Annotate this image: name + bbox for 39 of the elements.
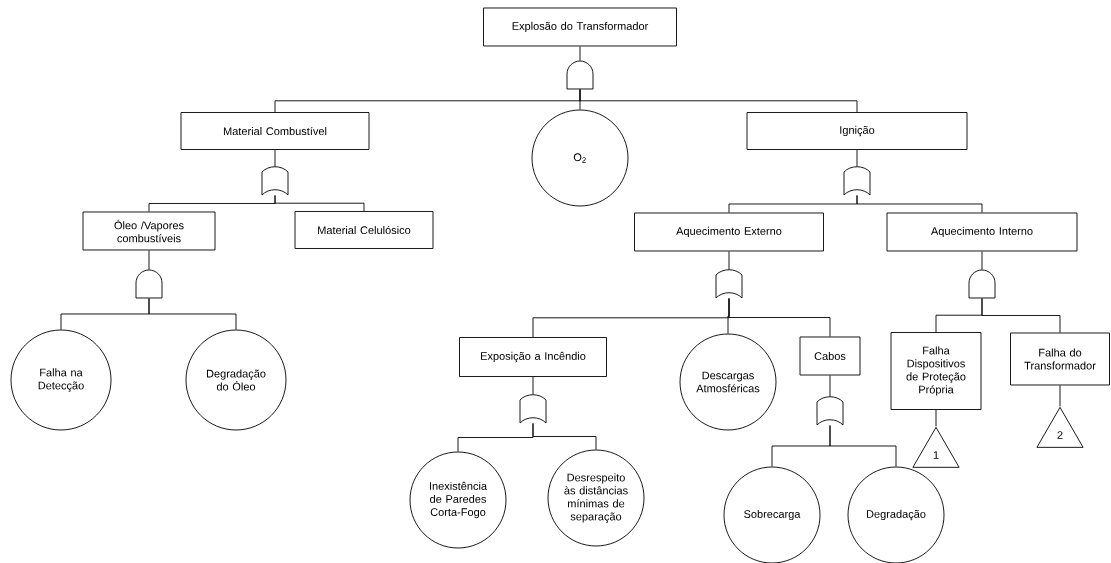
connector-line <box>728 251 730 270</box>
or-gate <box>261 166 289 196</box>
or-gate <box>519 394 547 424</box>
and-gate <box>566 60 594 90</box>
event-box: Falha Dispositivos de Proteção Própria <box>890 332 982 410</box>
event-box: Óleo /Vapores combustíveis <box>82 211 216 251</box>
and-gate <box>135 269 163 299</box>
event-box: Aquecimento Externo <box>634 212 824 252</box>
or-gate <box>816 396 844 426</box>
event-box: Ignição <box>746 112 968 150</box>
connector-line <box>829 375 831 397</box>
event-box: Material Combustível <box>180 112 370 150</box>
event-box: Exposição a Incêndio <box>459 337 607 377</box>
connector-line <box>532 423 597 450</box>
connector-line <box>981 251 983 270</box>
event-box: Explosão do Transformador <box>483 7 677 47</box>
connector-line <box>148 250 150 270</box>
connector-line <box>981 298 1061 333</box>
connector-line <box>532 376 534 395</box>
connector-line <box>579 89 858 113</box>
event-box: Aquecimento Interno <box>886 212 1078 252</box>
connector-line <box>728 298 831 337</box>
connector-line <box>856 195 983 213</box>
connector-line <box>274 195 365 212</box>
or-gate <box>843 166 871 196</box>
or-gate <box>715 269 743 299</box>
and-gate <box>968 269 996 299</box>
connector-line <box>148 298 237 330</box>
connector-line <box>1059 385 1061 407</box>
transfer-triangle: 1 <box>912 426 960 468</box>
connector-line <box>274 149 276 167</box>
connector-line <box>829 425 897 467</box>
connector-line <box>935 409 937 427</box>
event-box: Falha do Transformador <box>1010 332 1110 386</box>
connector-line <box>856 149 858 167</box>
transfer-triangle: 2 <box>1036 406 1084 448</box>
connector-line <box>579 46 581 61</box>
event-box: Material Celulósico <box>294 211 434 249</box>
event-box: Cabos <box>799 336 861 376</box>
